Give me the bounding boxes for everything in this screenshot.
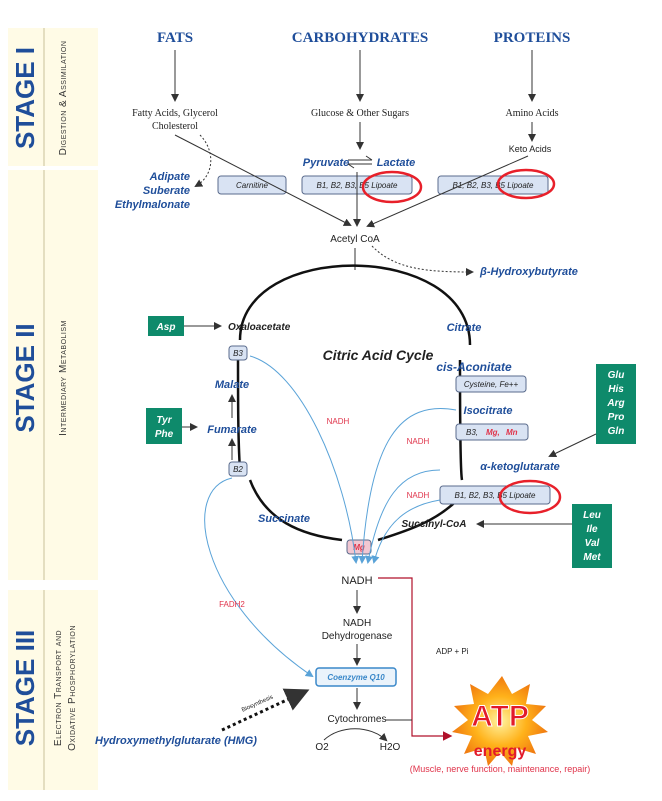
proteins-heading: PROTEINS [494,30,571,46]
adp-label: ADP + Pi [436,647,469,656]
cycle-title: Citric Acid Cycle [323,347,434,363]
atp-label: ATP [471,700,529,733]
fatty-acids-line1: Fatty Acids, Glycerol [132,108,218,119]
ethylmalonate-label: Ethylmalonate [115,199,190,211]
stage3-subtitle-line1: Electron Transport and [53,630,64,746]
amino-acids-label: Amino Acids [505,108,558,119]
carnitine-label: Carnitine [236,181,269,190]
fatty-acids-line2: Cholesterol [152,121,198,132]
hydroxybutyrate-label: β-Hydroxybutyrate [479,266,578,278]
phe-label: Phe [155,429,174,440]
stage3-panel [8,590,98,790]
alpha-ketoglutarate-label: α-ketoglutarate [480,461,560,473]
cycle-arc-left [236,349,242,471]
atp-burst [452,676,548,766]
lactate-label: Lactate [377,157,416,169]
cis-aconitate-label: cis-Aconitate [436,360,512,374]
stage2-panel [8,170,98,580]
nadh-main-label: NADH [341,575,372,587]
b3-mg-mn-mn: Mn [506,428,518,437]
stage1-subtitle: Digestion & Assimilation [58,41,69,156]
glu-group-item: Gln [608,426,625,437]
highlight-lipoate-3 [498,479,562,515]
b3-small-label: B3 [233,349,243,358]
biosynthesis-label: Biosynthesis [241,694,274,713]
glu-group-item: Arg [606,398,624,409]
energy-label: energy [474,743,527,760]
glu-group-item: Pro [608,412,625,423]
stage2-title: STAGE II [10,323,40,432]
b2-small-label: B2 [233,465,243,474]
nadh-dehydrogenase-line2: Dehydrogenase [322,631,393,642]
b3-mg-mn-b3: B3, [466,428,478,437]
carbohydrates-heading: CARBOHYDRATES [292,30,428,46]
b-vitamins-label-2: B1, B2, B3, B5 Lipoate [453,181,534,190]
citrate-label: Citrate [447,322,482,334]
b3-mg-mn-mg: Mg, [486,428,500,437]
highlight-lipoate-1 [361,170,423,204]
b3-small-box [228,345,248,361]
cycle-arc-top [238,264,472,346]
cycle-arc-lower-left [248,479,343,542]
asp-label: Asp [156,322,176,333]
mg-label: Mg [353,543,365,552]
coq10-box [315,667,397,687]
glu-group-item: Glu [608,370,625,381]
cytochromes-label: Cytochromes [328,714,387,725]
carnitine-box [217,175,287,195]
suberate-label: Suberate [143,185,190,197]
h2o-label: H2O [380,742,401,753]
fadh2-label: FADH2 [219,600,245,609]
b3-mg-mn-box [455,423,529,441]
keto-acids-label: Keto Acids [509,144,552,154]
oxaloacetate-label: Oxaloacetate [228,322,291,333]
o2-label: O2 [315,742,329,753]
nadh-label-3: NADH [407,491,430,500]
nadh-dehydrogenase-line1: NADH [343,618,371,629]
b2-small-box [228,461,248,477]
succinyl-coa-label: Succinyl-CoA [401,519,466,530]
glucose-label: Glucose & Other Sugars [311,108,409,119]
highlight-lipoate-2 [496,168,556,200]
succinate-label: Succinate [258,513,310,525]
stage3-title: STAGE III [10,630,40,747]
energy-note: (Muscle, nerve function, maintenance, re… [410,764,591,774]
stage1-title: STAGE I [10,47,40,149]
tyr-label: Tyr [156,415,172,426]
cysteine-label: Cysteine, Fe++ [464,380,519,389]
fats-heading: FATS [157,30,193,46]
stage1-panel [8,28,98,166]
fumarate-label: Fumarate [207,424,257,436]
leu-group-item: Met [583,552,601,563]
malate-label: Malate [215,379,249,391]
stage2-subtitle: Intermediary Metabolism [58,320,69,436]
leu-group-list: Leu Ile Val Met [583,510,601,563]
tyr-phe-box [146,408,182,444]
coq10-label: Coenzyme Q10 [327,673,385,682]
adipate-label: Adipate [149,171,190,183]
hmg-label: Hydroxymethylglutarate (HMG) [95,735,257,747]
glu-group-list: Glu His Arg Pro Gln [606,370,624,437]
b-vitamins-box-2 [437,175,549,195]
glu-group-box [596,364,636,444]
kg-b-vitamins-label: B1, B2, B3, B5 Lipoate [455,491,536,500]
isocitrate-label: Isocitrate [464,405,513,417]
cysteine-box [455,375,527,393]
leu-group-item: Leu [583,510,601,521]
leu-group-item: Val [585,538,600,549]
glu-group-item: His [608,384,624,395]
acetyl-coa-label: Acetyl CoA [330,234,380,245]
pyruvate-label: Pyruvate [303,157,349,169]
leu-group-item: Ile [586,524,598,535]
nadh-label-1: NADH [327,417,350,426]
asp-box [148,316,184,336]
stage3-subtitle-line2: Oxidative Phosphorylation [67,625,78,751]
kg-b-vitamins-box [439,485,551,505]
nadh-label-2: NADH [407,437,430,446]
leu-group-box [572,504,612,568]
